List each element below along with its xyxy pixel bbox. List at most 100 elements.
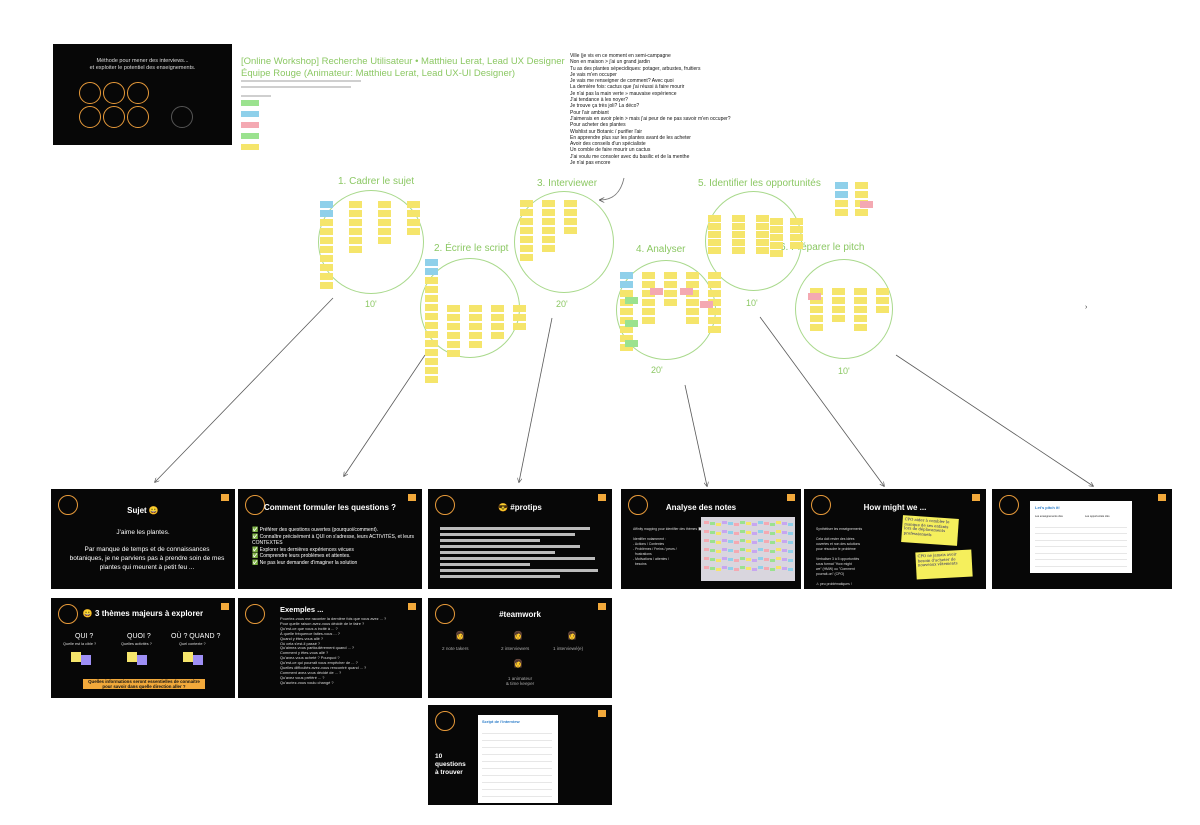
affinity-sticky: [746, 567, 751, 570]
intro-slide[interactable]: Méthode pour mener des interviews... et …: [53, 44, 232, 145]
affinity-sticky: [788, 568, 793, 571]
step-logo: [628, 495, 648, 515]
sticky-note: [664, 299, 677, 306]
sticky-note: [642, 290, 655, 297]
role-interviewe: 1 interviewé(e): [553, 646, 584, 651]
sticky-note: [835, 209, 848, 216]
sticky-note: [708, 231, 721, 238]
slide-protips-title: 😎 #protips: [498, 503, 542, 512]
theme-stickies-3b: [193, 655, 203, 665]
sticky-note: [770, 242, 783, 249]
theme-stickies-3: [183, 652, 193, 662]
theme-quoi-sub: Quelles activités ?: [121, 642, 152, 646]
intro-step-circle: [79, 82, 101, 104]
step-4-duration: 20': [651, 365, 663, 375]
affinity-sticky: [758, 548, 763, 551]
affinity-sticky: [758, 530, 763, 533]
step-logo: [435, 495, 455, 515]
affinity-sticky: [710, 567, 715, 570]
slide-questions[interactable]: Comment formuler les questions ? ✅ Préfé…: [238, 489, 422, 589]
sticky-note: [564, 209, 577, 216]
sticky-note: [378, 210, 391, 217]
sticky-note: [708, 247, 721, 254]
sticky-note: [349, 210, 362, 217]
sticky-note: [620, 326, 633, 333]
sticky-note: [810, 315, 823, 322]
slide-hmw[interactable]: How might we ... Synthétiser les enseign…: [804, 489, 986, 589]
slide-protips[interactable]: 😎 #protips: [428, 489, 612, 589]
slide-exemples[interactable]: Exemples ... Pourriez-vous me raconter l…: [238, 598, 422, 698]
sticky-note: [620, 272, 633, 279]
step-logo: [435, 604, 455, 624]
slide-script[interactable]: 10 questions à trouver Script de l'inter…: [428, 705, 612, 805]
pitch-board: Let's pitch it! Les enseignements clés L…: [1030, 501, 1132, 573]
affinity-sticky: [722, 557, 727, 560]
sticky-note: [854, 315, 867, 322]
intro-step-circle: [127, 82, 149, 104]
sticky-note: [686, 299, 699, 306]
role-emoji: 👩: [513, 659, 523, 668]
theme-stickies-2b: [137, 655, 147, 665]
hmw-card-1-text: CPO aider à combler le manque de ses enf…: [903, 516, 950, 537]
affinity-sticky: [704, 566, 709, 569]
sticky-note: [447, 350, 460, 357]
sticky-note: [320, 210, 333, 217]
sticky-note: [854, 324, 867, 331]
slide-hmw-text: Synthétiser les enseignements Cela doit …: [816, 527, 863, 586]
affinity-sticky: [758, 521, 763, 524]
sticky-note: [425, 313, 438, 320]
sticky-note: [732, 223, 745, 230]
sticky-note: [770, 226, 783, 233]
canvas-chevron-icon[interactable]: ›: [1085, 304, 1088, 311]
slide-analyse[interactable]: Analyse des notes Affinity mapping pour …: [621, 489, 801, 589]
affinity-sticky: [728, 549, 733, 552]
slide-questions-list: ✅ Préférer des questions ouvertes (pourq…: [252, 527, 414, 566]
sticky-note: [542, 227, 555, 234]
step-5-circle: [705, 191, 802, 291]
affinity-sticky: [728, 531, 733, 534]
sticky-note: [520, 245, 533, 252]
affinity-sticky: [788, 541, 793, 544]
slide-sujet[interactable]: Sujet 😀 J'aime les plantes. Par manque d…: [51, 489, 235, 589]
sticky-note: [320, 246, 333, 253]
intro-slide-text-1: Méthode pour mener des interviews...: [96, 58, 189, 64]
slide-teamwork[interactable]: #teamwork 👩 👩 👩 2 note takers 2 intervie…: [428, 598, 612, 698]
hmw-card-2: CPO ne jamais avoir besoin d'acheter de …: [915, 549, 973, 580]
affinity-sticky: [740, 521, 745, 524]
step-6-title: 6. Préparer le pitch: [780, 242, 865, 253]
sticky-note: [708, 272, 721, 279]
sticky-note: [832, 315, 845, 322]
sticky-note: [732, 231, 745, 238]
sticky-note: [810, 288, 823, 295]
sticky-note: [770, 218, 783, 225]
sticky-note: [320, 228, 333, 235]
step-3-title: 3. Interviewer: [537, 178, 598, 189]
slide-analyse-text: Affinity mapping pour identifier des thè…: [633, 527, 702, 566]
script-card-lines: [482, 727, 552, 799]
affinity-sticky: [704, 539, 709, 542]
sticky-note: [378, 237, 391, 244]
sticky-note: [349, 246, 362, 253]
affinity-sticky: [758, 566, 763, 569]
sticky-note: [756, 215, 769, 222]
duration-tag: [221, 603, 229, 610]
sticky-note: [642, 281, 655, 288]
affinity-sticky: [728, 540, 733, 543]
interview-note-line: J'ai tendance à les noyer?: [570, 97, 628, 104]
theme-qui-sub: Quelle est la cible ?: [63, 642, 97, 646]
affinity-sticky: [752, 568, 757, 571]
affinity-sticky: [752, 523, 757, 526]
slide-pitch[interactable]: Let's pitch it! Les enseignements clés L…: [992, 489, 1172, 589]
slide-themes[interactable]: 😀 3 thèmes majeurs à explorer QUI ? Quel…: [51, 598, 235, 698]
slide-sujet-line1: J'aime les plantes.: [116, 529, 170, 536]
affinity-sticky: [782, 567, 787, 570]
sticky-note: [469, 323, 482, 330]
sticky-note: [642, 308, 655, 315]
sticky-note: [320, 273, 333, 280]
sticky-note: [664, 281, 677, 288]
sticky-note: [876, 288, 889, 295]
sticky-note: [469, 305, 482, 312]
affinity-sticky: [710, 540, 715, 543]
sticky-note: [854, 306, 867, 313]
sticky-note: [835, 182, 848, 189]
